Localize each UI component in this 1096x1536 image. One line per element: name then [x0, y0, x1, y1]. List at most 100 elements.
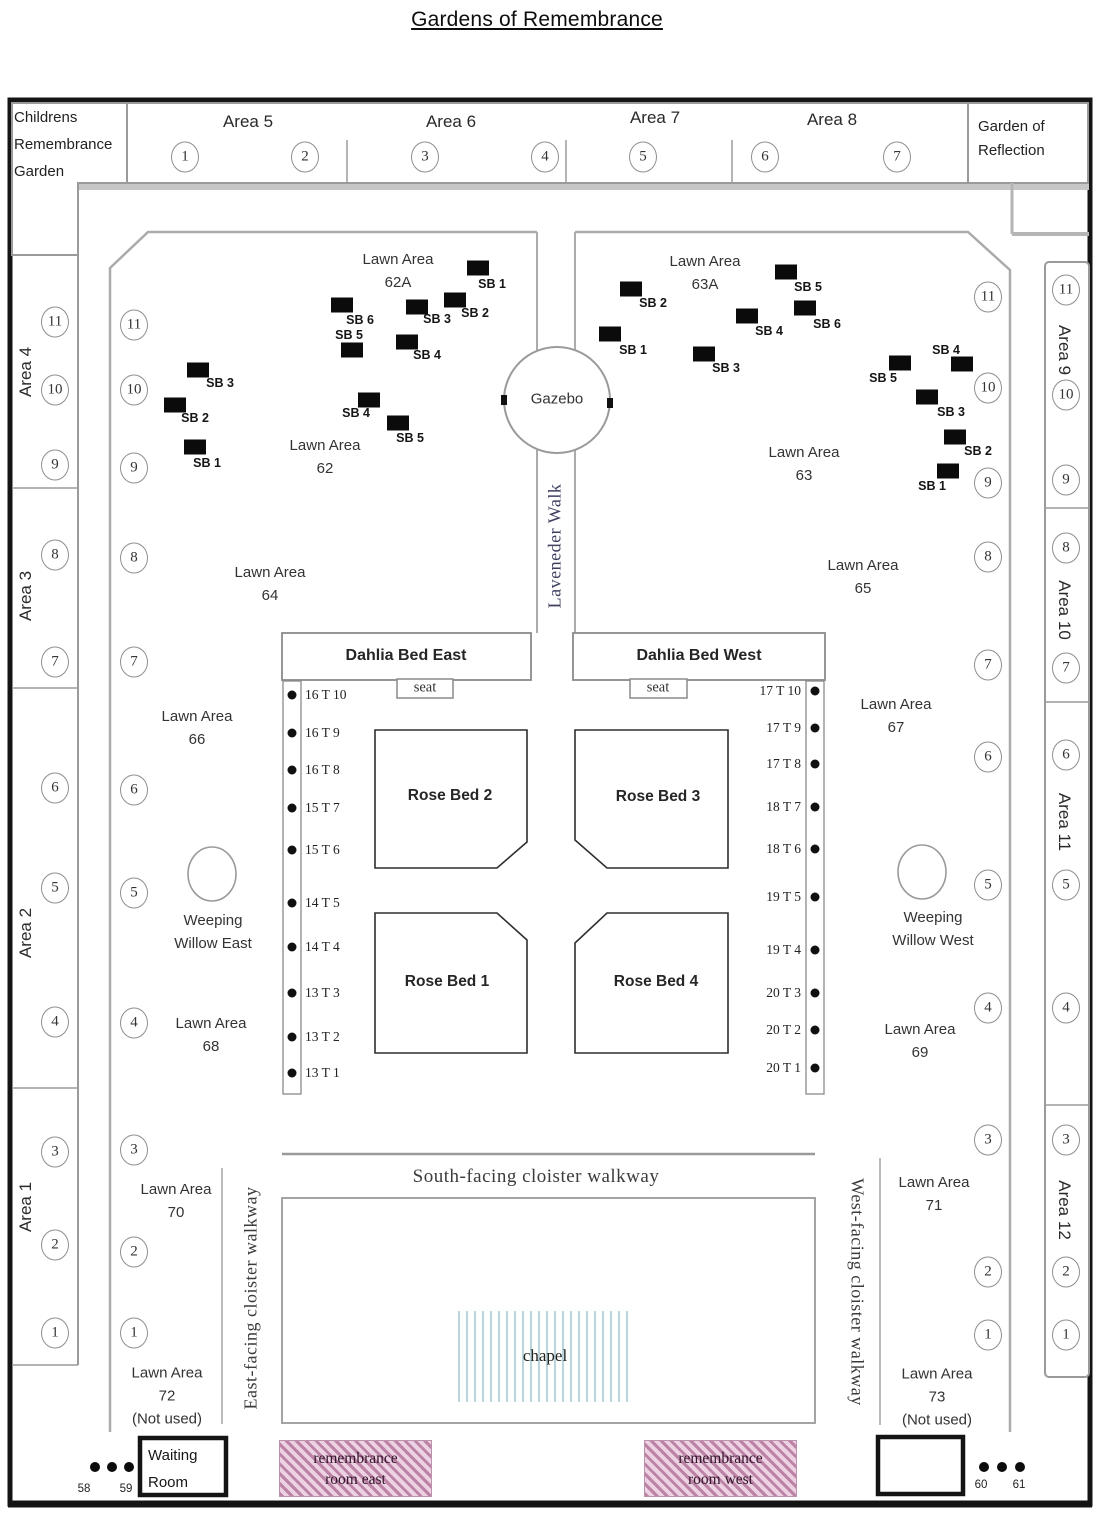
sb-marker-label-62: SB 3: [206, 376, 234, 390]
top-area-label: Area 5: [222, 112, 274, 131]
lawn-area-73-label: Lawn Area 73 (Not used): [901, 1365, 973, 1429]
plot-number-circle: 3: [411, 141, 439, 173]
plot-number-circle-right-outer: 7: [1052, 652, 1080, 684]
tablet-dot-east: [287, 728, 297, 738]
plot-number-circle-left-outer: 4: [41, 1006, 69, 1038]
plot-number-circle-left-outer: 3: [41, 1136, 69, 1168]
area-2-label: Area 2: [16, 907, 35, 959]
gazebo-label: Gazebo: [530, 390, 584, 408]
plot-number-circle-left-inner: 7: [120, 646, 148, 678]
area-12-label: Area 12: [1055, 1180, 1074, 1240]
sb-marker-63A: [599, 326, 621, 342]
plot-number-circle: 1: [171, 141, 199, 173]
plot-number-circle-left-inner: 1: [120, 1317, 148, 1349]
sb-marker-label-62: SB 1: [193, 456, 221, 470]
plot-number-circle-left-inner: 9: [120, 452, 148, 484]
plot-number-circle-right-inner: 5: [974, 869, 1002, 901]
tablet-dot-west: [810, 759, 820, 769]
seat-west-box: [629, 678, 688, 699]
seat-west-label: seat: [646, 679, 670, 696]
plot-number-circle-right-inner: 3: [974, 1124, 1002, 1156]
remembrance-room-east: remembrance room east: [279, 1440, 432, 1497]
rose-bed-2-label: Rose Bed 2: [407, 787, 493, 804]
plot-number-circle-right-outer: 3: [1052, 1124, 1080, 1156]
top-area-label: Area 6: [425, 112, 477, 131]
sb-marker-label-62: SB 5: [396, 431, 424, 445]
plot-number-circle-left-outer: 2: [41, 1229, 69, 1261]
sb-marker-label-63A: SB 3: [712, 361, 740, 375]
tablet-label-west: 17 T 9: [766, 720, 801, 735]
lawn-area-63-label: Lawn Area 63: [768, 444, 840, 484]
tablet-dot-west: [810, 686, 820, 696]
tablet-dot-west: [810, 892, 820, 902]
plot-number-circle-left-outer: 8: [41, 539, 69, 571]
chapel-area: [458, 1311, 633, 1402]
sb-marker-63: [944, 429, 966, 445]
weeping-willow-west-label: Weeping Willow West: [892, 909, 974, 949]
plot-number-circle-left-inner: 5: [120, 877, 148, 909]
plot-number-circle: 4: [531, 141, 559, 173]
tablet-dot-east: [287, 690, 297, 700]
plot-number-circle-right-inner: 2: [974, 1256, 1002, 1288]
area-10-label: Area 10: [1055, 580, 1074, 640]
tablet-dot-west: [810, 1063, 820, 1073]
lawn-area-62-label: Lawn Area 62: [289, 437, 361, 477]
tablet-label-east: 16 T 9: [305, 725, 340, 740]
sb-marker-label-62: SB 2: [181, 411, 209, 425]
sb-marker-63: [937, 463, 959, 479]
tablet-label-east: 14 T 4: [305, 939, 340, 954]
sb-marker-label-62A: SB 6: [346, 313, 374, 327]
sb-marker-63A: [620, 281, 642, 297]
sb-marker-63A: [775, 264, 797, 280]
garden-outline-left: [108, 230, 537, 1432]
waiting-room-box: [137, 1435, 229, 1498]
plot-number-circle-right-inner: 8: [974, 541, 1002, 573]
chapel-label: chapel: [522, 1346, 568, 1365]
plot-number-circle-left-inner: 2: [120, 1236, 148, 1268]
lawn-area-65-label: Lawn Area 65: [827, 557, 899, 597]
garden-outline-right: [575, 230, 1012, 1432]
area-1-label: Area 1: [16, 1181, 35, 1233]
lawn-area-67-label: Lawn Area 67: [860, 696, 932, 736]
reflection-garden-label: Garden of Reflection: [978, 118, 1045, 159]
map-outer-border: [7, 97, 1093, 1507]
remembrance-room-west-label: remembrance room west: [678, 1449, 763, 1488]
seat-east-box: [396, 678, 454, 699]
area-3-label: Area 3: [16, 570, 35, 622]
courtyard-box: [281, 1197, 816, 1424]
sb-marker-label-63A: SB 1: [619, 343, 647, 357]
tablet-dot-east: [287, 803, 297, 813]
tablet-dot-west: [810, 723, 820, 733]
plot-number-circle: 7: [883, 141, 911, 173]
tablet-dot-east: [287, 1032, 297, 1042]
remembrance-room-east-label: remembrance room east: [313, 1449, 398, 1488]
unlabeled-room-box: [875, 1434, 966, 1497]
plot-number-circle-right-inner: 7: [974, 649, 1002, 681]
area-9-label: Area 9: [1055, 324, 1074, 376]
bench-dot-left: [124, 1462, 134, 1472]
tablet-label-east: 14 T 5: [305, 895, 340, 910]
rose-bed-3-shape: [574, 729, 729, 869]
area-4-label: Area 4: [16, 346, 35, 398]
plot-number-circle-left-outer: 6: [41, 772, 69, 804]
bench-dot-right: [997, 1462, 1007, 1472]
bench-number-right: 61: [1012, 1479, 1026, 1491]
tablet-label-west: 18 T 6: [766, 841, 801, 856]
plot-number-circle-left-outer: 7: [41, 646, 69, 678]
rose-bed-3-label: Rose Bed 3: [615, 788, 701, 805]
tablet-label-east: 13 T 2: [305, 1029, 340, 1044]
sb-marker-label-62A: SB 2: [461, 306, 489, 320]
lawn-area-64-label: Lawn Area 64: [234, 564, 306, 604]
sb-marker-label-63A: SB 5: [794, 280, 822, 294]
plot-number-circle-left-inner: 3: [120, 1134, 148, 1166]
sb-marker-62A: [341, 342, 363, 358]
seat-east-label: seat: [413, 679, 437, 696]
rose-bed-1-label: Rose Bed 1: [404, 973, 490, 990]
dahlia-bed-west-label: Dahlia Bed West: [636, 647, 762, 664]
sb-marker-62: [358, 392, 380, 408]
plot-number-circle-left-inner: 8: [120, 542, 148, 574]
tablet-dot-west: [810, 1025, 820, 1035]
sb-marker-label-62A: SB 4: [413, 348, 441, 362]
sb-marker-label-62: SB 4: [342, 406, 370, 420]
